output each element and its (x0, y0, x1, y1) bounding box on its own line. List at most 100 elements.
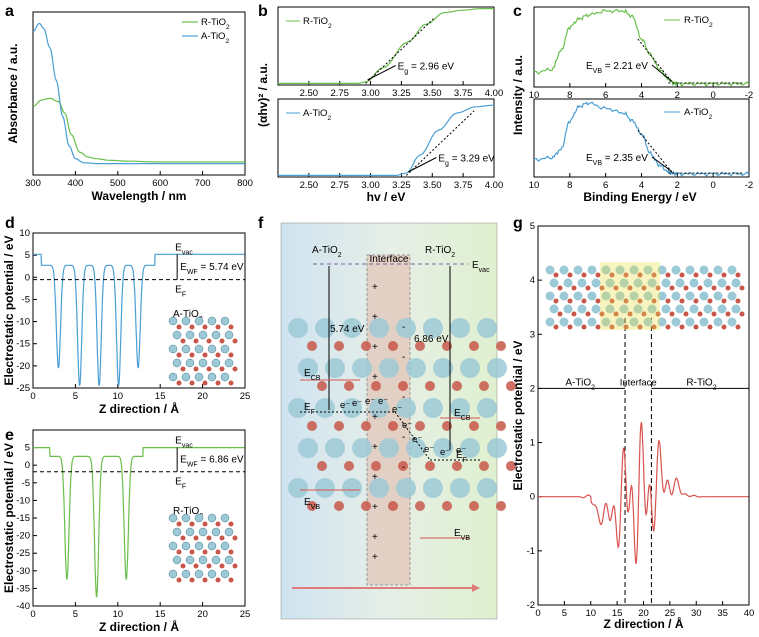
panel-f-field-arrowhead (472, 584, 480, 592)
o-atom (479, 461, 489, 471)
o-atom (627, 311, 633, 317)
ti-atom (168, 372, 178, 382)
ti-atom (577, 278, 587, 288)
panel-f-left-label: A-TiO2 (312, 245, 342, 259)
o-atom (711, 285, 717, 291)
ti-atom (172, 527, 182, 537)
panel-e-y-tick-label: -30 (16, 566, 30, 577)
panel-d-x-tick-label: 25 (240, 391, 251, 402)
panel-c1-x-tick-label: 2 (675, 180, 680, 191)
panel-c-tangent (637, 129, 673, 173)
o-atom (232, 535, 238, 541)
o-atom (665, 324, 671, 330)
panel-e-y-tick-label: -20 (16, 531, 30, 542)
panel-g-region-mid: Interface (620, 377, 657, 388)
ti-atom (559, 317, 569, 327)
o-atom (215, 549, 221, 555)
panel-g-y-tick-label: -2 (527, 600, 535, 611)
ti-atom (587, 317, 597, 327)
panel-f-plus-3: + (372, 372, 378, 383)
panel-b1-x-tick-label: 3.50 (423, 180, 442, 191)
panel-e-structure (168, 513, 238, 583)
ti-atom (619, 304, 629, 314)
panel-c0-x-tick-label: 6 (603, 90, 608, 101)
ti-atom (194, 372, 204, 382)
o-atom (189, 324, 195, 330)
ti-atom (661, 278, 671, 288)
ti-atom (559, 291, 569, 301)
ti-atom (559, 265, 569, 275)
o-atom (180, 366, 186, 372)
panel-b0-x-tick-label: 3.50 (423, 88, 442, 99)
ti-atom (185, 358, 195, 368)
ti-atom (643, 291, 653, 301)
panel-f-minus-0: - (402, 322, 405, 333)
ti-atom (460, 438, 480, 458)
ti-atom (477, 478, 497, 498)
ti-atom (629, 265, 639, 275)
ti-atom (661, 304, 671, 314)
panel-b-ylabel: (αhv)² / a.u. (256, 63, 270, 127)
panel-d-xlabel: Z direction / Å (99, 401, 179, 416)
panel-f-evb-left: EVB (304, 497, 320, 511)
ti-atom (460, 358, 480, 378)
o-atom (344, 461, 354, 471)
panel-g-x-tick-label: 10 (585, 608, 596, 619)
o-atom (553, 324, 559, 330)
panel-e-y-tick-label: 5 (25, 443, 30, 454)
ti-atom (288, 398, 308, 418)
panel-b-arrow (367, 65, 396, 81)
panel-f-plus-8: + (372, 532, 378, 543)
o-atom (739, 311, 745, 317)
ti-atom (198, 330, 208, 340)
panel-f-ecb-left: ECB (304, 368, 321, 382)
o-atom (215, 352, 221, 358)
panel-g-x-tick-label: 35 (717, 608, 728, 619)
ti-atom (198, 527, 208, 537)
panel-f-right-wf: 6.86 eV (414, 334, 449, 345)
ti-atom (220, 316, 230, 326)
panel-g-curve (538, 422, 749, 565)
panel-d-label: d (5, 215, 15, 232)
o-atom (496, 341, 506, 351)
ti-atom (717, 304, 727, 314)
o-atom (479, 381, 489, 391)
ti-atom (220, 513, 230, 523)
panel-d-y-tick-label: -10 (16, 317, 30, 328)
panel-c-annotation: EVB = 2.35 eV (586, 153, 648, 167)
ti-atom (396, 478, 416, 498)
ti-atom (643, 317, 653, 327)
ti-atom (396, 398, 416, 418)
panel-a-frame (32, 11, 246, 176)
o-atom (669, 311, 675, 317)
o-atom (176, 577, 182, 583)
panel-c1-x-tick-label: 0 (711, 180, 716, 191)
o-atom (609, 272, 615, 278)
o-atom (180, 563, 186, 569)
o-atom (206, 338, 212, 344)
o-atom (334, 421, 344, 431)
panel-g-y-tick-label: 4 (530, 275, 535, 286)
o-atom (176, 352, 182, 358)
ti-atom (717, 278, 727, 288)
ti-atom (194, 316, 204, 326)
panel-e-y-tick-label: -25 (16, 548, 30, 559)
ti-atom (207, 316, 217, 326)
ti-atom (181, 316, 191, 326)
ti-atom (198, 358, 208, 368)
ti-atom (342, 318, 362, 338)
panel-e-y-tick-label: -15 (16, 513, 30, 524)
ti-atom (396, 318, 416, 338)
o-atom (425, 381, 435, 391)
panel-b0-x-tick-label: 3.00 (361, 88, 380, 99)
ti-atom (342, 478, 362, 498)
ti-atom (433, 358, 453, 378)
ti-atom (181, 541, 191, 551)
panel-f-plus-5: + (372, 442, 378, 453)
ti-atom (675, 304, 685, 314)
ti-atom (168, 513, 178, 523)
panel-e-ef-label: EF (175, 477, 186, 491)
ti-atom (220, 569, 230, 579)
o-atom (585, 311, 591, 317)
o-atom (506, 381, 516, 391)
